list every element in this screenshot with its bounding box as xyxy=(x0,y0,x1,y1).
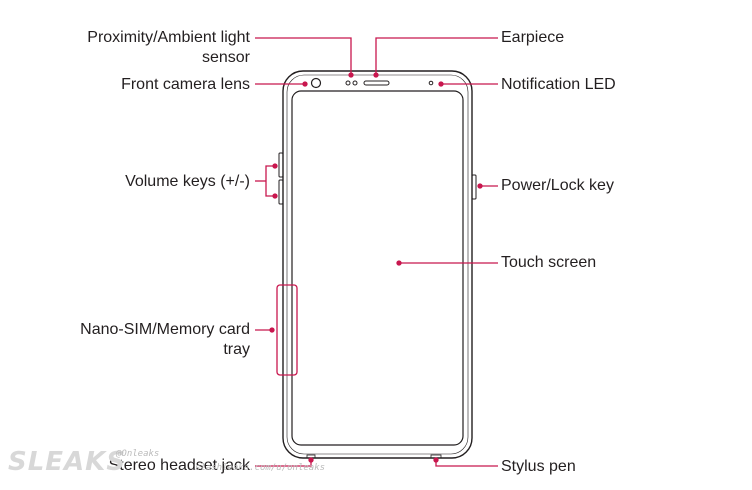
watermark-handle: @Onleaks xyxy=(116,449,160,459)
watermark-brand: SLEAKS xyxy=(8,447,127,477)
leader-front-camera-dot xyxy=(302,81,308,87)
volume-key-down xyxy=(278,179,284,205)
label-proximity-line2: sensor xyxy=(201,49,250,66)
label-volume-keys: Volume keys (+/-) xyxy=(125,173,250,190)
leader-headset-jack-dot xyxy=(308,457,314,463)
notification-led-dot xyxy=(428,80,434,86)
touch-screen-panel xyxy=(291,90,464,446)
label-touch-screen: Touch screen xyxy=(501,254,597,271)
leader-volume-keys xyxy=(265,165,275,197)
earpiece-slot xyxy=(363,80,390,86)
leader-proximity xyxy=(255,37,352,75)
label-notification-led: Notification LED xyxy=(501,76,616,93)
leader-power-lock-dot xyxy=(477,183,483,189)
leader-nano-sim-dot xyxy=(269,327,275,333)
volume-key-up xyxy=(278,152,284,178)
leader-touch-screen-dot xyxy=(396,260,402,266)
leader-volume-down-dot xyxy=(272,193,278,199)
front-camera-lens xyxy=(310,77,322,89)
watermark-site: slashleaks.com/u/onleaks xyxy=(195,463,326,473)
label-earpiece: Earpiece xyxy=(501,29,565,46)
label-nano-sim-line1: Nano-SIM/Memory card xyxy=(80,321,250,338)
leader-proximity-dot xyxy=(348,72,354,78)
leader-notification-led-dot xyxy=(438,81,444,87)
leader-earpiece-dot xyxy=(373,72,379,78)
label-power-lock: Power/Lock key xyxy=(501,177,614,194)
leader-stylus-pen xyxy=(435,460,498,467)
phone-inner-frame xyxy=(286,74,469,455)
label-stylus-pen: Stylus pen xyxy=(501,458,576,475)
proximity-sensor-dot-left xyxy=(345,80,351,86)
label-stereo-headset: Stereo headset jack xyxy=(108,457,250,474)
phone-body xyxy=(282,70,473,459)
leader-volume-up-dot xyxy=(272,163,278,169)
label-proximity-line1: Proximity/Ambient light xyxy=(87,29,250,46)
label-nano-sim-line2: tray xyxy=(223,341,250,358)
power-lock-key xyxy=(471,174,477,200)
nano-sim-tray-highlight xyxy=(276,284,298,376)
proximity-sensor-dot-right xyxy=(352,80,358,86)
leader-earpiece xyxy=(375,37,498,75)
leader-stylus-pen-dot xyxy=(433,457,439,463)
label-front-camera: Front camera lens xyxy=(121,76,250,93)
